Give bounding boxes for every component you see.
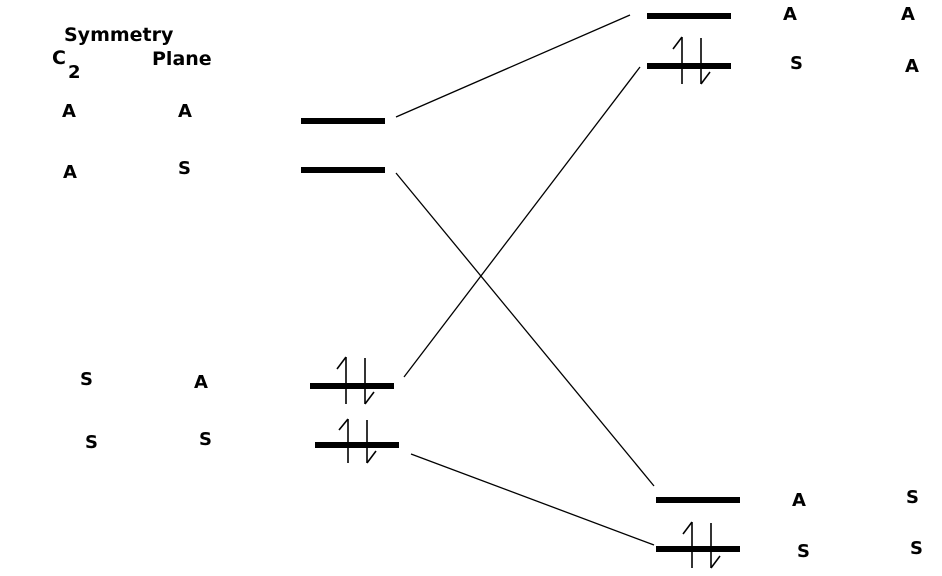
plane-header: Plane [152, 48, 212, 70]
c2-header-subscript: 2 [68, 62, 81, 83]
correlation-line-as [395, 172, 655, 487]
right-row3-plane-label: S [906, 487, 919, 508]
left-row4-c2-label: S [85, 432, 98, 453]
electron-pair-icon-left-s-a [336, 356, 375, 405]
correlation-line-aa [395, 14, 631, 118]
electron-pair-icon-right-s-a [672, 36, 711, 85]
right-row2-c2-label: S [790, 53, 803, 74]
correlation-line-sa [403, 66, 641, 378]
right-row1-plane-label: A [901, 4, 915, 25]
left-row3-c2-label: S [80, 369, 93, 390]
left-row1-c2-label: A [62, 101, 76, 122]
right-row4-plane-label: S [910, 538, 923, 559]
electron-pair-icon-left-s-s [338, 418, 377, 464]
right-row3-c2-label: A [792, 490, 806, 511]
c2-header-letter: C [52, 47, 66, 69]
left-row1-plane-label: A [178, 101, 192, 122]
left-row2-plane-label: S [178, 158, 191, 179]
symmetry-header: Symmetry [64, 24, 174, 46]
left-row2-c2-label: A [63, 162, 77, 183]
right-row4-c2-label: S [797, 541, 810, 562]
electron-pair-icon-right-s-s [682, 521, 721, 569]
left-row4-plane-label: S [199, 429, 212, 450]
right-row2-plane-label: A [905, 56, 919, 77]
correlation-line-ss [410, 453, 655, 546]
left-row3-plane-label: A [194, 372, 208, 393]
right-row1-c2-label: A [783, 4, 797, 25]
